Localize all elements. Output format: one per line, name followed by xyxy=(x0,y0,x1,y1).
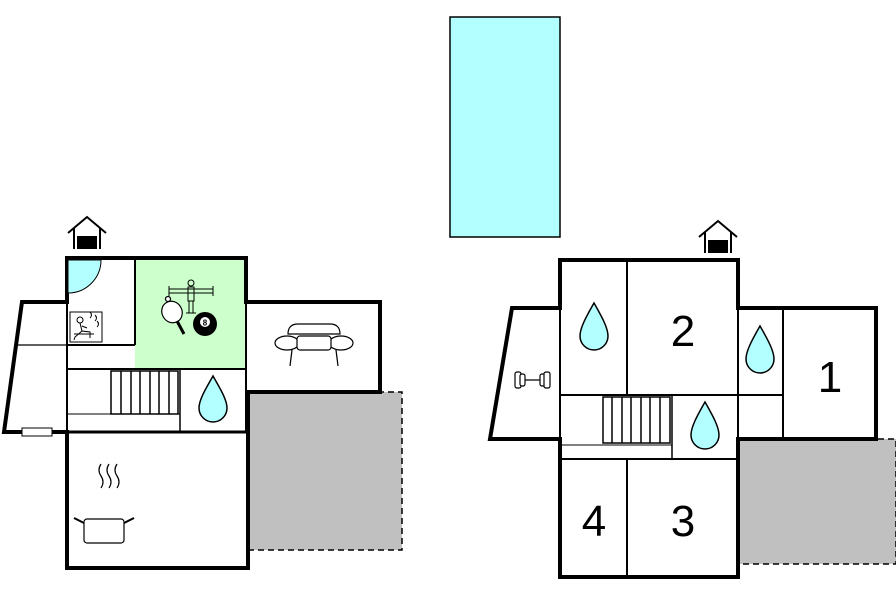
terrace-icon xyxy=(737,438,896,565)
terrace-icon xyxy=(247,391,403,551)
sofa-icon xyxy=(274,323,354,367)
fitness-dumbbell-icon xyxy=(514,371,551,389)
stairs-icon xyxy=(110,370,179,415)
kitchen-pot-icon xyxy=(73,463,135,544)
pool-icon xyxy=(449,16,561,238)
door-swing xyxy=(67,259,102,294)
bathroom-drop-icon xyxy=(579,301,609,351)
table-tennis-icon xyxy=(161,295,186,335)
sauna-icon xyxy=(69,311,103,343)
table-football-icon xyxy=(168,279,214,314)
room-number-2: 2 xyxy=(671,307,695,356)
room-number-3: 3 xyxy=(671,497,695,546)
bathroom-drop-icon xyxy=(198,374,228,423)
stairs-icon xyxy=(602,396,671,444)
room-number-1: 1 xyxy=(818,353,842,402)
bathroom-drop-icon xyxy=(745,324,775,374)
billiard-ball-icon: 8 xyxy=(193,312,217,336)
upper-floor: 2 1 4 3 xyxy=(487,219,896,579)
fireplace-icon xyxy=(21,427,53,437)
bathroom-drop-icon xyxy=(690,400,720,450)
room-number-4: 4 xyxy=(582,497,606,546)
ground-floor: 8 xyxy=(1,215,403,570)
entrance-icon xyxy=(698,219,738,253)
entrance-icon xyxy=(67,215,107,249)
billiard-ball-number: 8 xyxy=(203,319,208,328)
inner-walls xyxy=(559,260,784,577)
